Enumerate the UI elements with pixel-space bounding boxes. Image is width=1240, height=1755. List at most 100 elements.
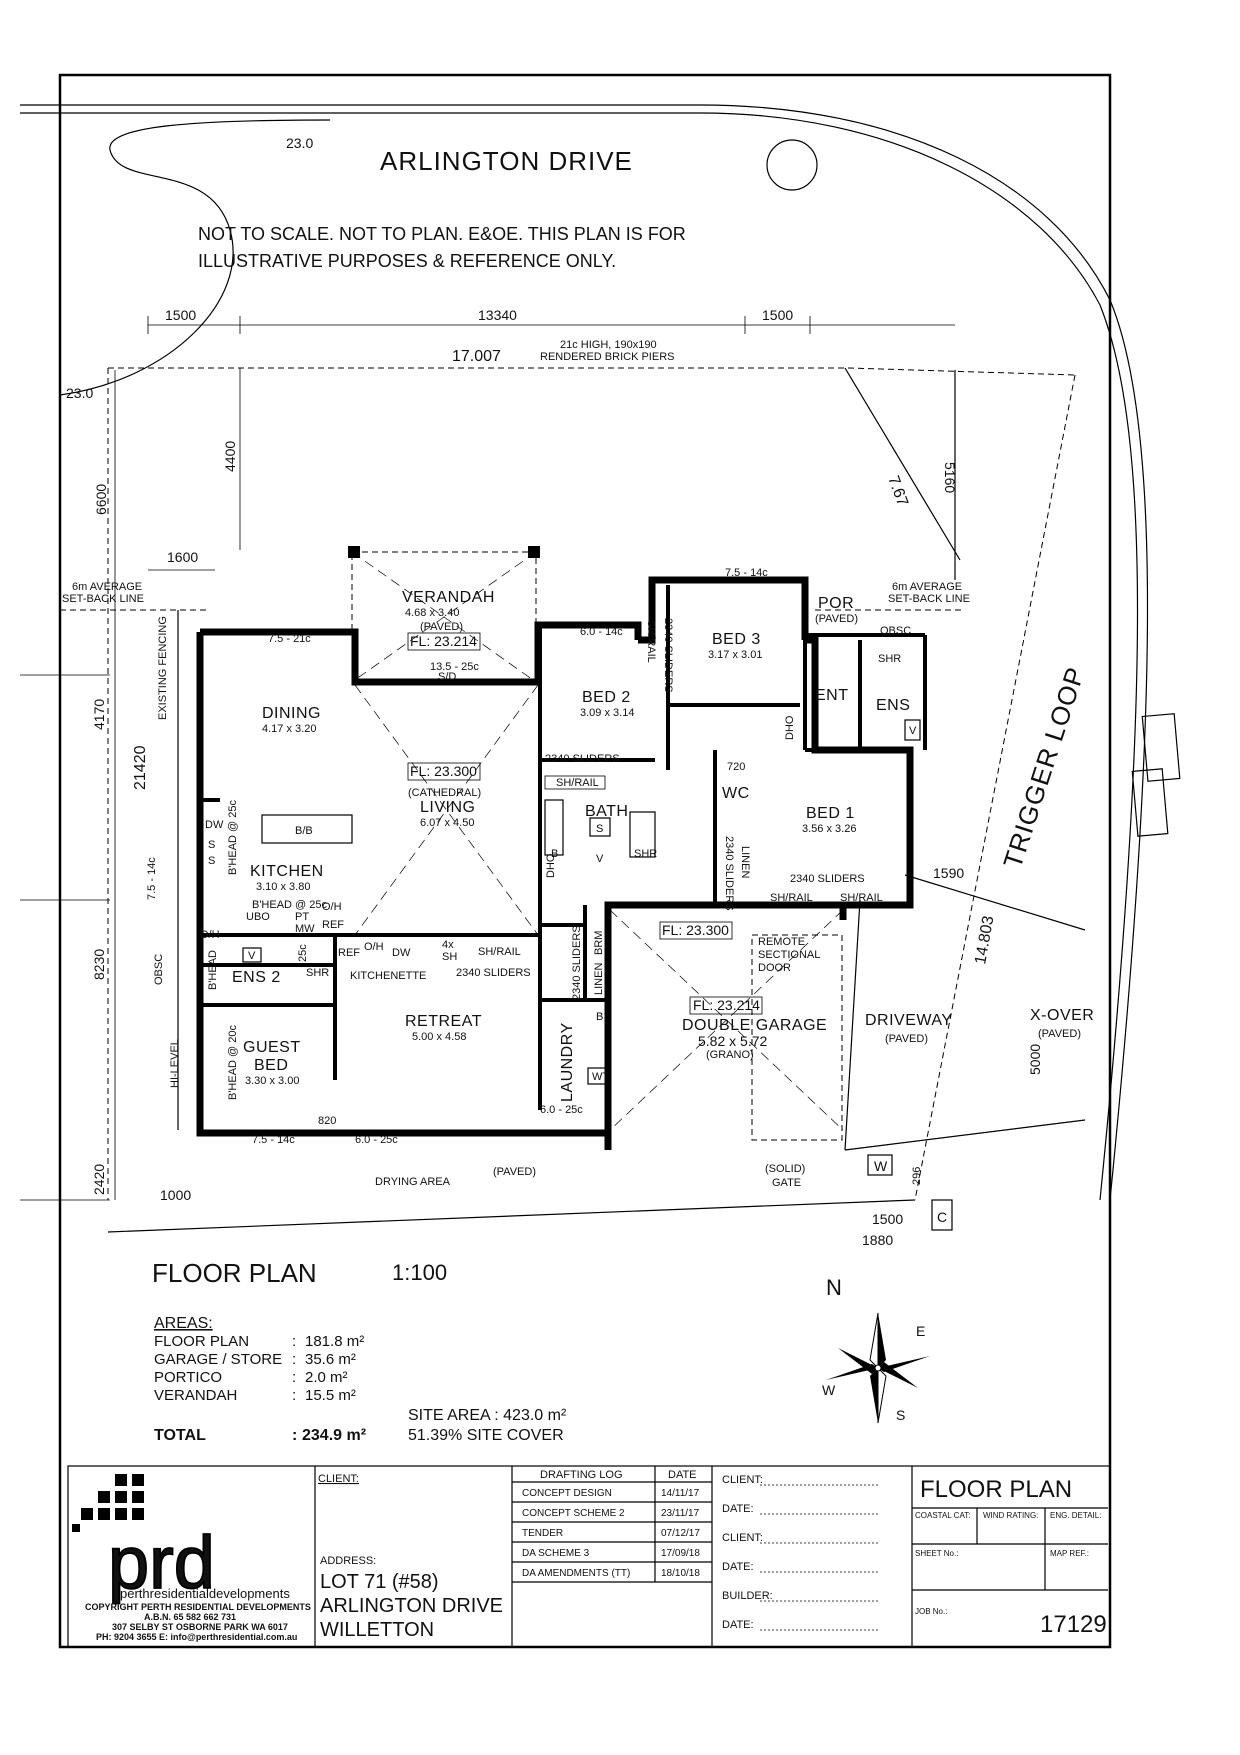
piers-note-2: RENDERED BRICK PIERS xyxy=(540,351,674,363)
piers-note-1: 21c HIGH, 190x190 xyxy=(560,339,657,351)
site-cover: 51.39% SITE COVER xyxy=(408,1427,564,1444)
bed1-name: BED 1 xyxy=(806,805,855,822)
living-fl: FL: 23.300 xyxy=(410,763,477,779)
arlington-drive-kerb xyxy=(20,104,1111,301)
wc-linen: LINEN xyxy=(739,846,751,878)
verandah-paved: (PAVED) xyxy=(420,621,463,633)
laundry-name: LAUNDRY xyxy=(559,1022,576,1102)
job-number: 17129 xyxy=(1040,1611,1107,1638)
dim-5000: 5000 xyxy=(1027,1044,1043,1075)
job-no-label: JOB No.: xyxy=(915,1607,947,1616)
area-row-label: VERANDAH xyxy=(154,1387,237,1404)
laundry-linen: LINEN xyxy=(593,963,605,995)
garage-fl-top: FL: 23.300 xyxy=(662,922,729,938)
kitchenette-4x: 4x xyxy=(442,939,454,951)
log-item: TENDER xyxy=(522,1528,563,1539)
street-crossover-box xyxy=(1141,713,1181,782)
wind-rating-label: WIND RATING: xyxy=(983,1511,1038,1520)
areas-total-colon: : xyxy=(292,1427,297,1444)
laundry-wt: WT xyxy=(592,1071,609,1083)
dim-767: 7.67 xyxy=(884,474,911,509)
dho-label-ent: DHO xyxy=(784,715,796,740)
garage-grano: (GRANO) xyxy=(706,1049,754,1061)
kitchen-bhead-side: B'HEAD @ 25c xyxy=(227,799,239,875)
ens2-v: V xyxy=(248,950,256,962)
street-name-trigger: TRIGGER LOOP xyxy=(997,663,1090,872)
entry-name: ENT xyxy=(815,687,849,704)
kitchen-oh: O/H xyxy=(322,901,342,913)
bath-name: BATH xyxy=(585,803,628,820)
verandah-fl: FL: 23.214 xyxy=(410,633,477,649)
eng-detail-label: ENG. DETAIL: xyxy=(1050,1511,1101,1520)
bath-s: S xyxy=(596,823,603,835)
logo-wordmark: prd xyxy=(108,1521,215,1604)
ens2-vanity xyxy=(242,947,262,963)
verandah-door-sd: S/D xyxy=(438,671,456,683)
wc-name: WC xyxy=(722,785,750,802)
area-row-label: GARAGE / STORE xyxy=(154,1351,282,1368)
water-meter-w: W xyxy=(874,1158,888,1174)
title-block xyxy=(67,1465,1111,1648)
dim-1500-left: 1500 xyxy=(165,307,196,323)
living-size: 6.07 x 4.50 xyxy=(420,817,474,829)
street-crossover-box xyxy=(1131,768,1169,837)
log-item: DA AMENDMENTS (TT) xyxy=(522,1568,630,1579)
living-name: LIVING xyxy=(420,799,475,816)
copyright-line: COPYRIGHT PERTH RESIDENTIAL DEVELOPMENTS xyxy=(85,1602,311,1612)
verandah-size: 4.68 x 3.40 xyxy=(405,607,459,619)
bed1-shrail-1: SH/RAIL xyxy=(770,892,813,904)
kitchen-mw: MW xyxy=(295,923,315,935)
street-road-edge xyxy=(59,119,331,396)
kitchen-pt: PT xyxy=(295,911,309,923)
sheet-border xyxy=(58,73,1112,1649)
laundry-trough xyxy=(587,1067,607,1085)
plan-scale: 1:100 xyxy=(392,1260,447,1285)
vanity-basin xyxy=(589,817,611,837)
ens2-name: ENS 2 xyxy=(232,969,281,986)
kitchen-bb: B/B xyxy=(295,825,313,837)
guest-name: GUEST xyxy=(243,1039,301,1056)
ens2-25c: 25c xyxy=(297,944,309,962)
kitchenette-oh: O/H xyxy=(364,941,384,953)
guest-bhead: B'HEAD @ 20c xyxy=(227,1024,239,1100)
log-date: 07/12/17 xyxy=(661,1528,700,1539)
bed1-shrail-2: SH/RAIL xyxy=(840,892,883,904)
compass-s: S xyxy=(896,1407,905,1423)
arlington-drive-kerb-inner xyxy=(20,112,1101,306)
site-area: SITE AREA : 423.0 m² xyxy=(408,1407,567,1424)
kitchenette-sh: SH xyxy=(442,951,457,963)
kitchen-s1: S xyxy=(208,839,215,851)
dim-14803: 14.803 xyxy=(972,914,997,965)
sheet-info-grid xyxy=(912,1507,1108,1591)
address-label: ADDRESS: xyxy=(320,1555,376,1567)
bath-shr: SHR xyxy=(634,848,657,860)
area-row-colon: : xyxy=(292,1369,296,1386)
ens2-bhead: B'HEAD xyxy=(207,950,219,990)
trigger-loop-kerb xyxy=(1109,299,1149,1201)
dho-label-bath: DHO xyxy=(545,853,557,878)
corner-truncation xyxy=(844,367,961,561)
portico-paved: (PAVED) xyxy=(815,613,858,625)
portico-name: POR xyxy=(818,595,854,612)
kitchenette-name: KITCHENETTE xyxy=(350,970,426,982)
dim-1500-right: 1500 xyxy=(762,307,793,323)
signature-label: DATE: xyxy=(722,1619,754,1631)
driveway-edge xyxy=(904,874,1086,931)
room-diagonals xyxy=(351,551,844,1131)
log-date: 14/11/17 xyxy=(661,1488,700,1499)
dim-4400: 4400 xyxy=(222,441,238,472)
setback-label-right-1: 6m AVERAGE xyxy=(892,581,962,593)
comms-pit-c: C xyxy=(937,1209,947,1225)
dim-front-boundary: 17.007 xyxy=(452,348,501,365)
compass-n: N xyxy=(826,1275,842,1300)
north-arrow-icon xyxy=(826,1312,930,1424)
bed3-size: 3.17 x 3.01 xyxy=(708,649,762,661)
client-label: CLIENT: xyxy=(318,1473,359,1485)
dim-6600: 6600 xyxy=(93,484,109,515)
abn-line: A.B.N. 65 582 662 731 xyxy=(144,1612,236,1622)
retreat-size: 5.00 x 4.58 xyxy=(412,1031,466,1043)
truncation-radius-left: 23.0 xyxy=(66,385,93,401)
truncation-radius-top: 23.0 xyxy=(286,135,313,151)
bed3-shrail: SH/RAIL xyxy=(645,620,657,663)
